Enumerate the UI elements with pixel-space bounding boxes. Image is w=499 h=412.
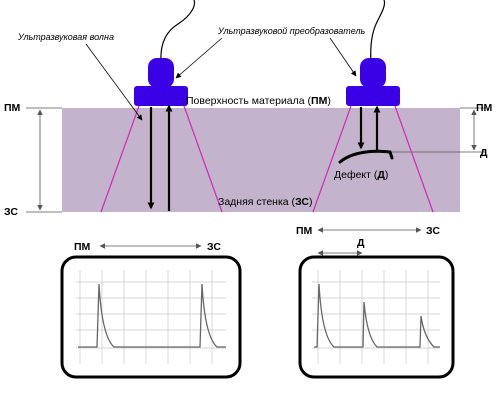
defect — [338, 149, 394, 164]
label-back-wall: Задняя стенка (ЗС) — [218, 196, 312, 208]
beam-left-inner — [183, 105, 223, 213]
label-transducer: Ультразвуковой преобразователь — [217, 26, 366, 36]
cable-left — [160, 0, 196, 63]
screen-left-label-zs: ЗС — [207, 241, 221, 253]
pointer-transducer-left — [175, 37, 223, 79]
beam-right-inner — [394, 105, 434, 213]
transducer-left — [134, 58, 188, 106]
beam-right-outer — [312, 105, 352, 213]
cable-right — [370, 0, 386, 63]
screen-left-label-pm: ПМ — [74, 241, 91, 253]
transducer-right — [346, 58, 400, 106]
screen-right-label-d: Д — [357, 237, 365, 249]
material-block — [62, 108, 460, 212]
pointer-transducer-right — [329, 37, 357, 77]
screen-right-label-pm: ПМ — [296, 225, 313, 237]
screen-left — [60, 255, 242, 379]
label-ultrasonic-wave: Ультразвуковая волна — [17, 32, 114, 42]
label-defect: Дефект (Д) — [334, 169, 388, 181]
label-material-surface: Поверхность материала (ПМ) — [186, 95, 331, 107]
screen-right — [298, 255, 455, 379]
pointer-wave — [85, 43, 143, 121]
screen-right-label-zs: ЗС — [426, 225, 440, 237]
label-pm-left: ПМ — [4, 102, 21, 114]
right-thickness-dimension — [388, 107, 486, 153]
echo-trace-right — [314, 283, 440, 348]
label-zs-left: ЗС — [4, 206, 18, 218]
label-pm-right: ПМ — [476, 102, 493, 114]
echo-trace-left — [78, 283, 226, 348]
beam-left-outer — [100, 105, 140, 213]
left-thickness-dimension — [26, 107, 62, 213]
label-d-right: Д — [480, 147, 488, 159]
